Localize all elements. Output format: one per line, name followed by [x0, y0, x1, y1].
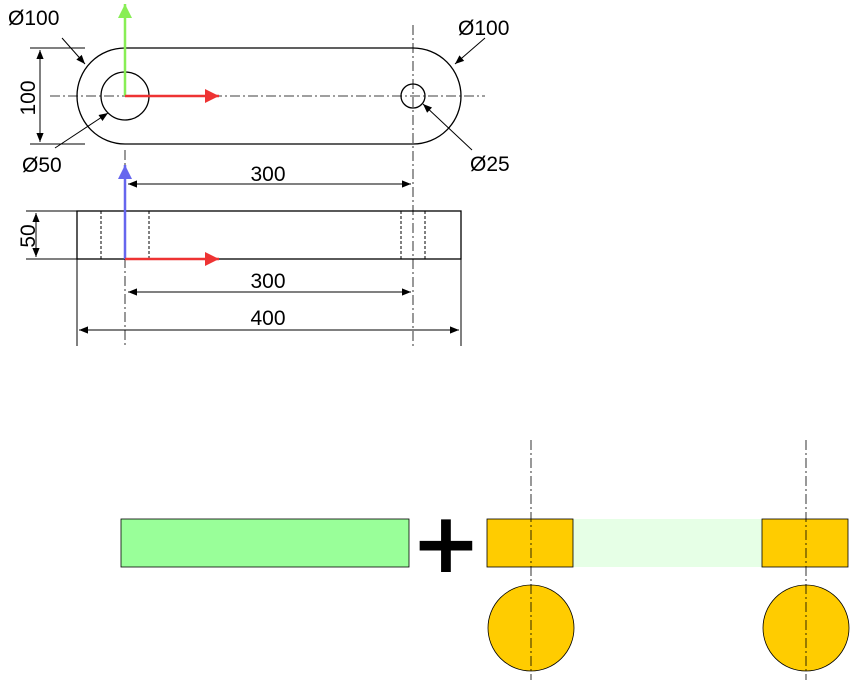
- link-outline: [76, 47, 462, 145]
- leader-line: [454, 37, 486, 65]
- bar-ghost: [573, 519, 762, 567]
- right-boss-side: [761, 518, 849, 568]
- thickness-label: 50: [17, 224, 40, 247]
- dim-top-300-label: 300: [250, 163, 285, 186]
- plate-side-outline: [76, 210, 462, 260]
- right-hole: [400, 83, 426, 109]
- dia-left-outer-label: Ø100: [8, 7, 59, 30]
- side-view: 50 300 400: [17, 165, 462, 346]
- leader-line: [54, 112, 109, 149]
- dia-left-hole-label: Ø50: [22, 154, 62, 177]
- left-boss-side: [486, 518, 574, 568]
- leader-line: [422, 103, 473, 151]
- plus-operator: +: [411, 494, 481, 592]
- composition: +: [120, 440, 850, 680]
- dia-right-outer-label: Ø100: [458, 17, 509, 40]
- bar-block: [120, 518, 410, 568]
- top-view: 100 Ø100 Ø100 Ø50 Ø25 300: [8, 4, 510, 348]
- leader-line: [61, 37, 86, 65]
- dim-side-300-label: 300: [250, 270, 285, 293]
- height-label: 100: [17, 80, 40, 115]
- dim-overall-400-label: 400: [250, 307, 285, 330]
- dia-right-hole-label: Ø25: [470, 153, 510, 176]
